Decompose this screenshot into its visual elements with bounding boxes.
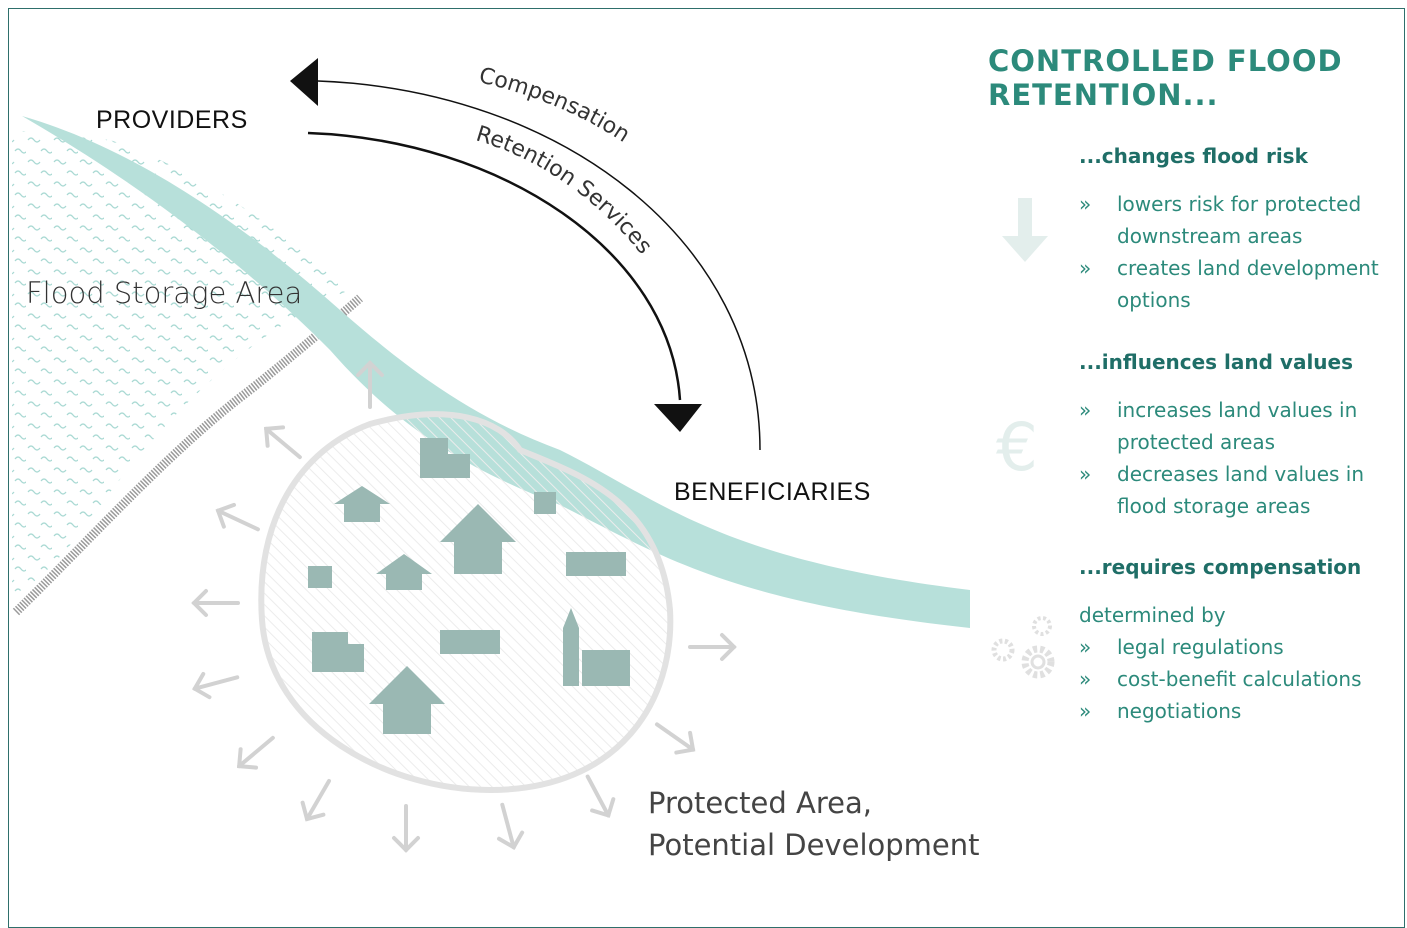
expansion-arrow <box>688 633 737 661</box>
list-item: »creates land development options <box>1079 252 1399 316</box>
retention-arrow <box>307 131 682 401</box>
compensation-arrowhead <box>290 58 318 106</box>
panel-title-line1: CONTROLLED FLOOD <box>988 44 1343 78</box>
river <box>22 116 970 628</box>
gears-icon <box>991 616 1055 679</box>
beneficiaries-label: BENEFICIARIES <box>674 478 871 506</box>
flood-risk-list: »lowers risk for protected downstream ar… <box>1079 188 1399 316</box>
compensation-arrow <box>317 80 761 451</box>
compensation-intro: determined by <box>1079 603 1226 627</box>
buildings <box>308 438 630 734</box>
list-item: »decreases land values in flood storage … <box>1079 458 1399 522</box>
bullet-marker: » <box>1079 192 1092 216</box>
bullet-marker: » <box>1079 635 1092 659</box>
panel-title-line2: RETENTION... <box>988 78 1219 112</box>
list-item: »cost-benefit calculations <box>1079 663 1399 695</box>
list-item: »lowers risk for protected downstream ar… <box>1079 188 1399 252</box>
expansion-arrow <box>654 722 696 755</box>
providers-label: PROVIDERS <box>96 106 248 134</box>
retention-arrowhead <box>654 404 702 432</box>
flood-storage-label: Flood Storage Area <box>26 276 303 310</box>
section-heading-compensation: ...requires compensation <box>1079 555 1362 579</box>
list-item: »increases land values in protected area… <box>1079 394 1399 458</box>
down-arrow-icon <box>1002 198 1048 262</box>
expansion-arrow <box>215 502 260 532</box>
list-item: »negotiations <box>1079 695 1399 727</box>
euro-icon: € <box>996 409 1038 486</box>
protected-area-line1: Protected Area, <box>648 786 872 820</box>
protected-area-label: Protected Area, Potential Development <box>648 782 980 866</box>
section-heading-land-values: ...influences land values <box>1079 350 1354 374</box>
expansion-arrow <box>356 360 384 409</box>
flood-storage-area <box>12 130 350 595</box>
expansion-arrow <box>192 671 240 700</box>
expansion-arrows <box>191 360 737 853</box>
bullet-marker: » <box>1079 699 1092 723</box>
bullet-marker: » <box>1079 462 1092 486</box>
expansion-arrow <box>585 774 616 818</box>
expansion-arrow <box>300 778 331 822</box>
expansion-arrow <box>496 802 525 850</box>
expansion-arrow <box>191 589 240 617</box>
compensation-list: »legal regulations »cost-benefit calcula… <box>1079 631 1399 727</box>
expansion-arrow <box>263 425 302 460</box>
bullet-marker: » <box>1079 398 1092 422</box>
expansion-arrow <box>392 804 420 853</box>
panel-title: CONTROLLED FLOOD RETENTION... <box>988 44 1343 112</box>
protected-area-line2: Potential Development <box>648 828 980 862</box>
bullet-marker: » <box>1079 256 1092 280</box>
list-item: »legal regulations <box>1079 631 1399 663</box>
expansion-arrow <box>236 735 275 770</box>
section-heading-flood-risk: ...changes flood risk <box>1079 144 1308 168</box>
bullet-marker: » <box>1079 667 1092 691</box>
land-values-list: »increases land values in protected area… <box>1079 394 1399 522</box>
